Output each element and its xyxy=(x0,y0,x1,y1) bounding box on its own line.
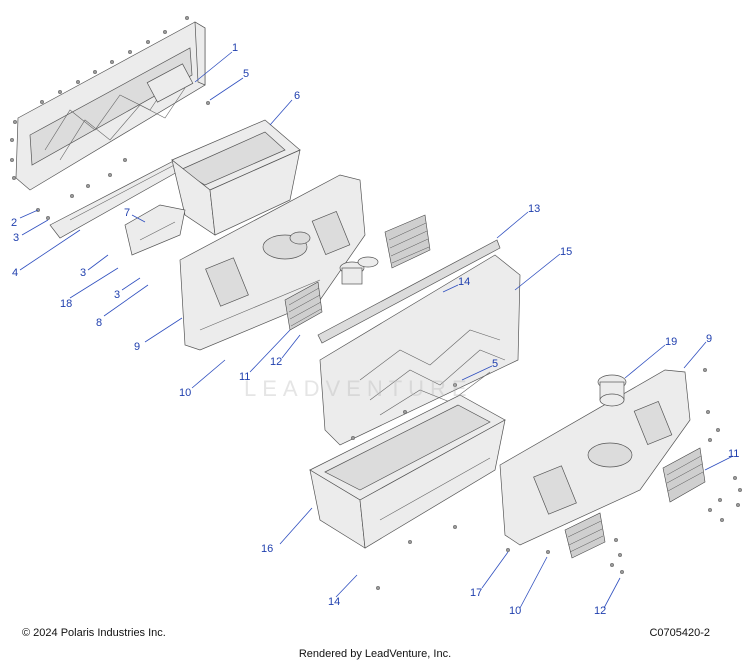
callout-5[interactable]: 5 xyxy=(492,358,498,370)
callout-19[interactable]: 19 xyxy=(665,336,677,348)
callout-18[interactable]: 18 xyxy=(60,298,72,310)
figure-id: C0705420-2 xyxy=(649,627,710,639)
rear-panel xyxy=(15,21,206,191)
callout-2[interactable]: 2 xyxy=(11,217,17,229)
callout-9[interactable]: 9 xyxy=(706,333,712,345)
callout-labels: 1 5 6 2 3 7 4 3 18 3 8 9 10 11 12 13 14 … xyxy=(11,42,739,617)
callout-14[interactable]: 14 xyxy=(458,276,470,288)
copyright-text: © 2024 Polaris Industries Inc. xyxy=(22,627,166,639)
right-side-panel xyxy=(499,369,691,546)
small-bracket xyxy=(124,204,186,256)
callout-1[interactable]: 1 xyxy=(232,42,238,54)
upper-storage-bin xyxy=(171,100,301,236)
callout-3[interactable]: 3 xyxy=(13,232,19,244)
trim-strip xyxy=(317,239,501,344)
callout-16[interactable]: 16 xyxy=(261,543,273,555)
right-vent-grille-small xyxy=(564,512,606,559)
callout-15[interactable]: 15 xyxy=(560,246,572,258)
callout-4[interactable]: 4 xyxy=(12,267,18,279)
watermark: LEADVENTURE xyxy=(244,376,473,401)
lower-storage-bin xyxy=(309,383,506,591)
callout-5[interactable]: 5 xyxy=(243,68,249,80)
callout-6[interactable]: 6 xyxy=(294,90,300,102)
right-vent-grille-large xyxy=(662,447,706,503)
callout-10[interactable]: 10 xyxy=(179,387,191,399)
rendered-by-text: Rendered by LeadVenture, Inc. xyxy=(298,648,452,660)
left-side-panel xyxy=(179,174,366,351)
callout-8[interactable]: 8 xyxy=(96,317,102,329)
callout-11[interactable]: 11 xyxy=(728,448,739,460)
leader-lines xyxy=(19,51,734,609)
center-panel xyxy=(319,254,521,446)
callout-17[interactable]: 17 xyxy=(470,587,482,599)
right-fasteners xyxy=(506,368,743,575)
right-cup-holder xyxy=(597,374,627,407)
left-cup-holder xyxy=(339,256,379,285)
upper-vent-grille xyxy=(384,214,431,269)
callout-14[interactable]: 14 xyxy=(328,596,340,608)
rear-panel-fasteners xyxy=(9,16,189,180)
callout-12[interactable]: 12 xyxy=(270,356,282,368)
callout-3[interactable]: 3 xyxy=(80,267,86,279)
callout-7[interactable]: 7 xyxy=(124,207,130,219)
callout-10[interactable]: 10 xyxy=(509,605,521,617)
callout-9[interactable]: 9 xyxy=(134,341,140,353)
callout-3[interactable]: 3 xyxy=(114,289,120,301)
callout-13[interactable]: 13 xyxy=(528,203,540,215)
callout-12[interactable]: 12 xyxy=(594,605,606,617)
left-vent-grille xyxy=(284,281,323,331)
callout-11[interactable]: 11 xyxy=(239,371,250,383)
